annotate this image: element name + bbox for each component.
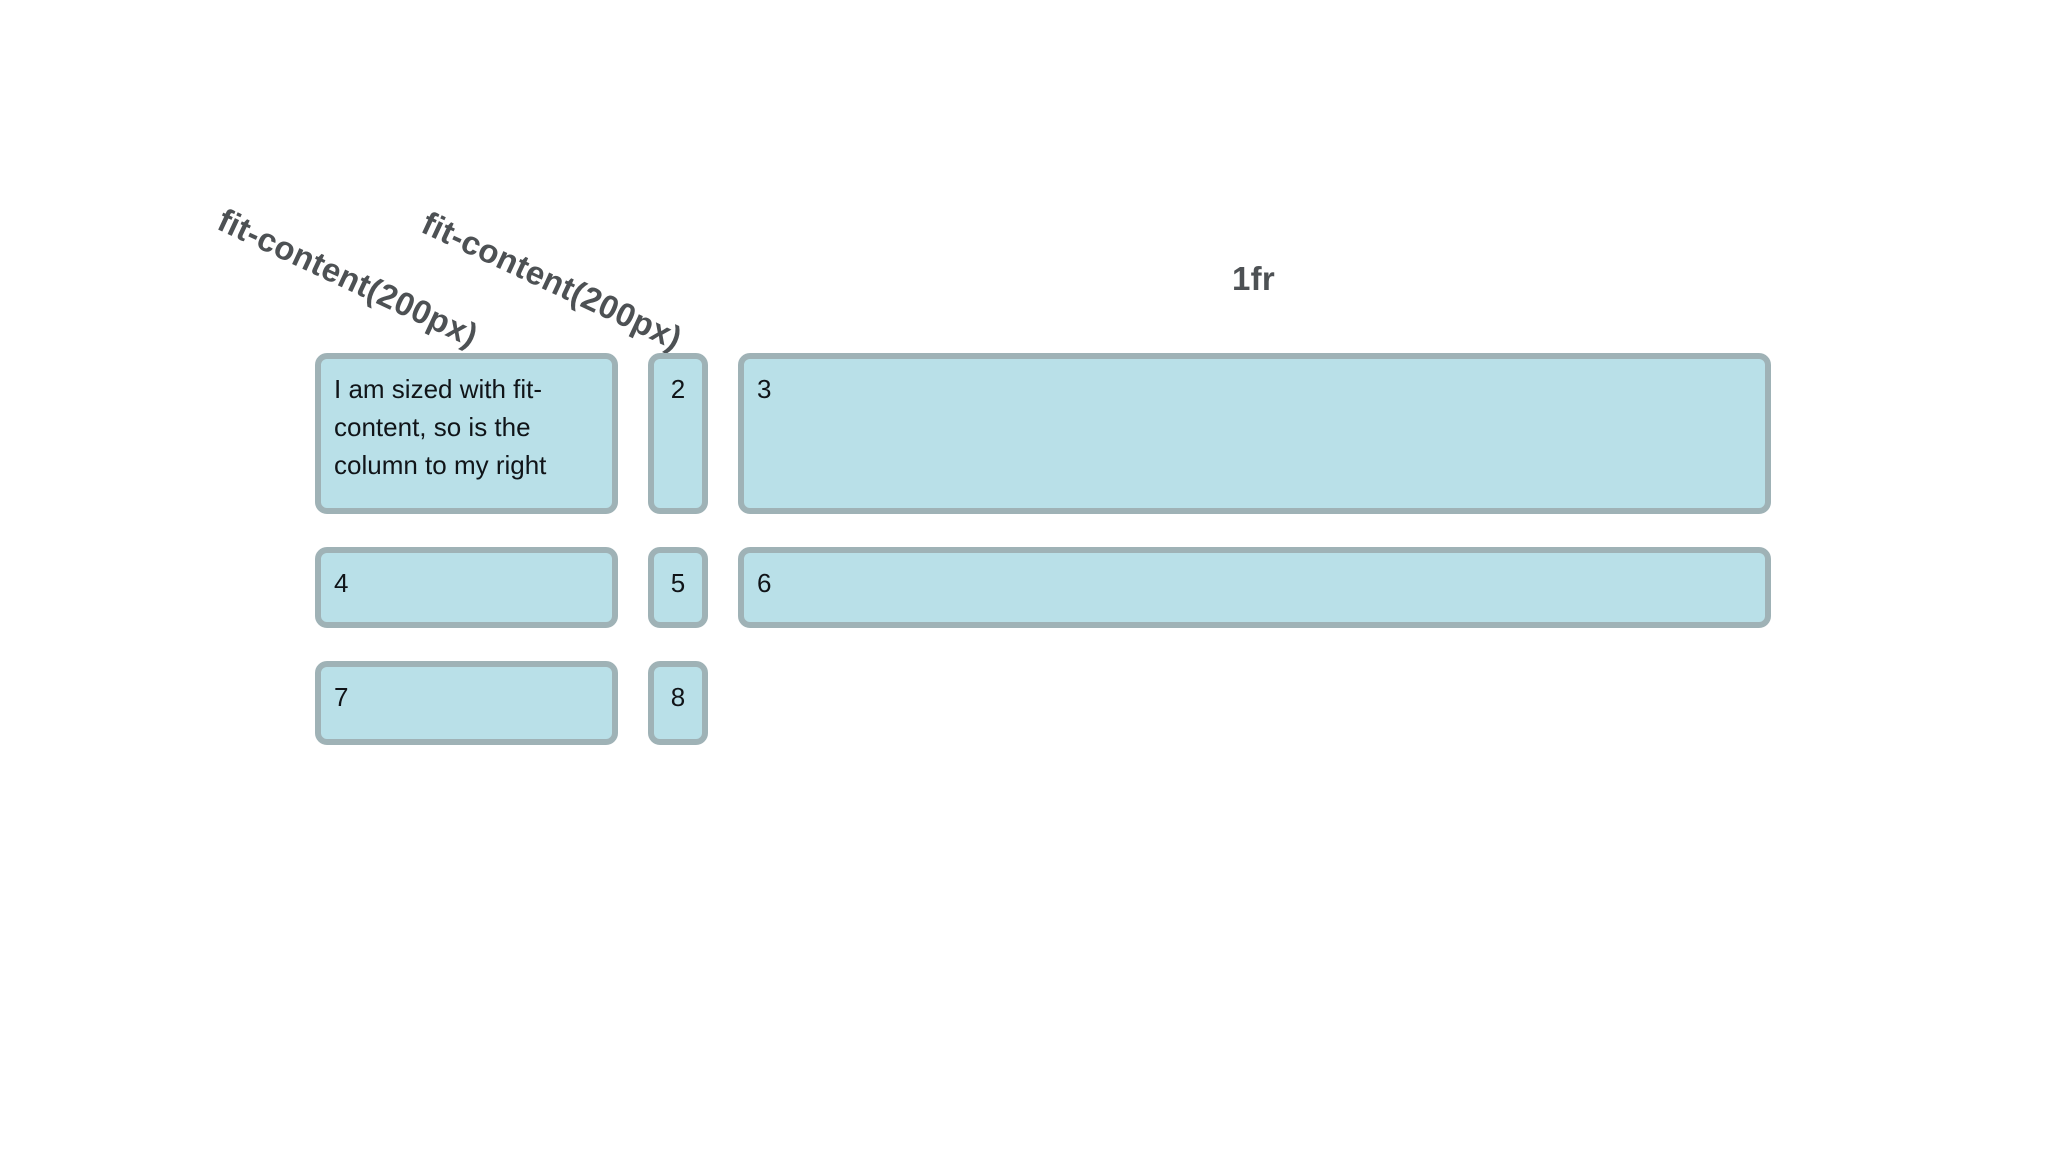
grid-container: I am sized with fit-content, so is the c…: [315, 353, 1771, 745]
grid-cell-4: 4: [315, 547, 618, 628]
grid-cell-6: 6: [738, 547, 1771, 628]
grid-cell-8: 8: [648, 661, 708, 745]
grid-cell-3: 3: [738, 353, 1771, 514]
grid-cell-7: 7: [315, 661, 618, 745]
grid-cell-2: 2: [648, 353, 708, 514]
column-track-label-1fr: 1fr: [1231, 260, 1276, 297]
grid-cell-1: I am sized with fit-content, so is the c…: [315, 353, 618, 514]
grid-cell-5: 5: [648, 547, 708, 628]
